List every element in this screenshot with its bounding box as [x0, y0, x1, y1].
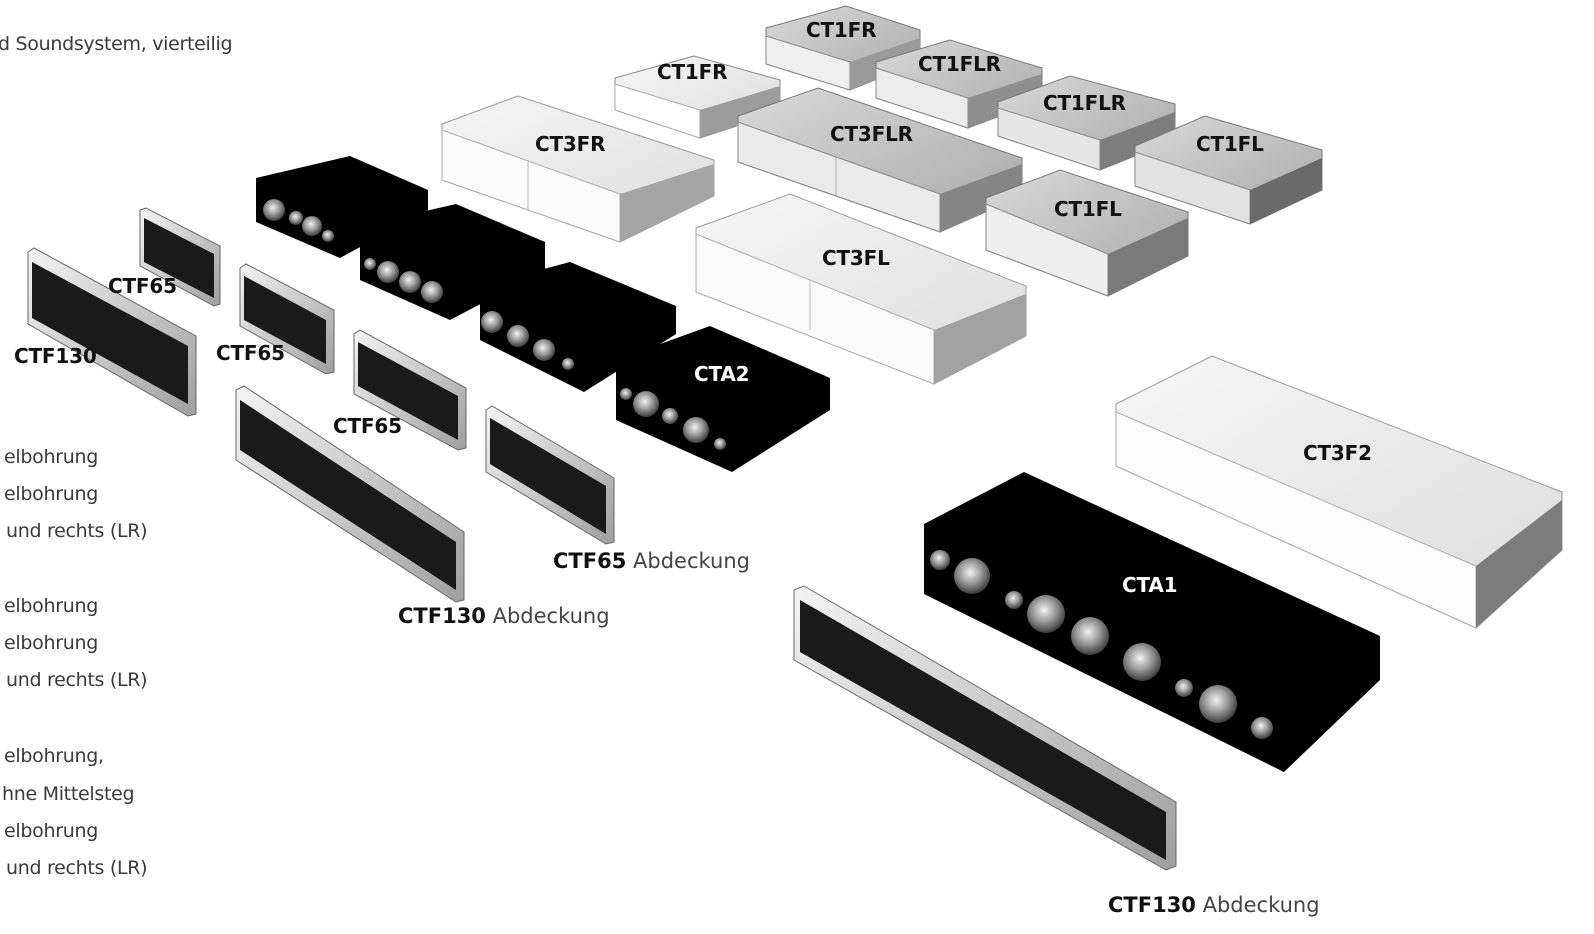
label-ct1flr-mid: CT1FLR: [1043, 91, 1126, 115]
left-list-item: elbohrung: [4, 483, 98, 505]
left-list-item: elbohrung: [4, 446, 98, 468]
caption-ctf130-bottom-name: Abdeckung: [1203, 893, 1320, 917]
left-list-item: elbohrung: [4, 820, 98, 842]
caption-ctf65-name: Abdeckung: [633, 549, 750, 573]
label-ct1fr-top: CT1FR: [806, 18, 876, 42]
intro-text: d Soundsystem, vierteilig: [0, 33, 232, 55]
caption-ctf65-model: CTF65: [553, 549, 626, 573]
left-list-item: elbohrung,: [4, 745, 104, 767]
cover-ctf65-d: [486, 406, 614, 544]
label-ctf130-a: CTF130: [14, 344, 97, 368]
label-ct1fl-right: CT1FL: [1196, 132, 1264, 156]
label-ctf65-a: CTF65: [108, 274, 177, 298]
label-ct3fr: CT3FR: [535, 132, 605, 156]
left-list-item: und rechts (LR): [6, 857, 147, 879]
caption-ctf130-mid-name: Abdeckung: [493, 604, 610, 628]
caption-ctf130-mid: CTF130 Abdeckung: [398, 604, 610, 628]
caption-ctf130-bottom-model: CTF130: [1108, 893, 1196, 917]
label-ct1flr-top: CT1FLR: [918, 52, 1001, 76]
label-ctf65-c: CTF65: [333, 414, 402, 438]
left-list-item: hne Mittelsteg: [2, 783, 134, 805]
label-ctf65-b: CTF65: [216, 341, 285, 365]
caption-ctf65: CTF65 Abdeckung: [553, 549, 750, 573]
left-list-item: elbohrung: [4, 632, 98, 654]
label-ct3flr: CT3FLR: [830, 122, 913, 146]
label-ct3fl: CT3FL: [822, 246, 890, 270]
caption-ctf130-mid-model: CTF130: [398, 604, 486, 628]
label-ct1fl-low: CT1FL: [1054, 197, 1122, 221]
label-ct1fr-left: CT1FR: [657, 60, 727, 84]
label-cta2: CTA2: [694, 362, 749, 386]
label-ct3f2: CT3F2: [1303, 441, 1372, 465]
left-list-item: und rechts (LR): [6, 669, 147, 691]
caption-ctf130-bottom: CTF130 Abdeckung: [1108, 893, 1320, 917]
left-list-item: und rechts (LR): [6, 520, 147, 542]
label-cta1: CTA1: [1122, 573, 1177, 597]
left-list-item: elbohrung: [4, 595, 98, 617]
